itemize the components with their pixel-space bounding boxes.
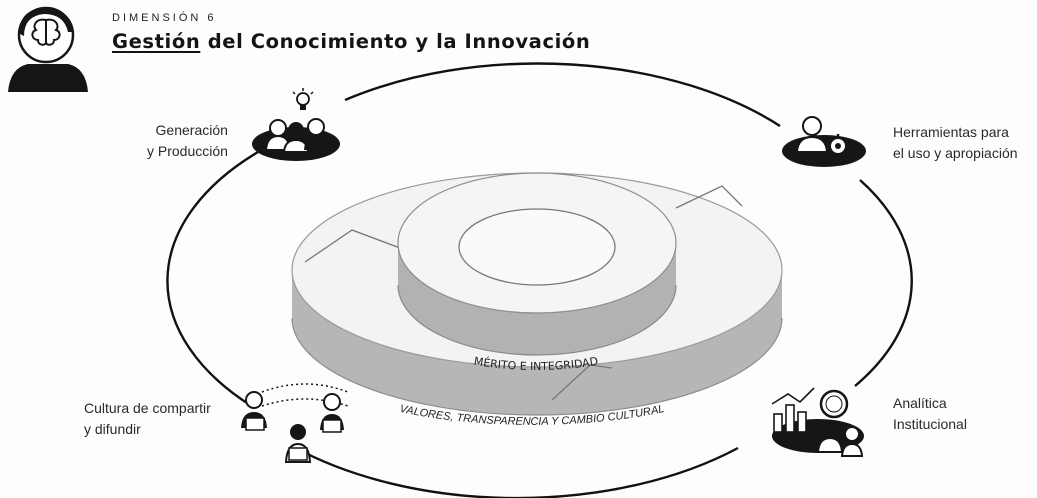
outer-cycle-ring — [166, 62, 913, 498]
node-label-herramientas-line2: el uso y apropiación — [893, 145, 1018, 161]
team-idea-icon — [252, 88, 340, 161]
node-label-generacion-line2: y Producción — [147, 143, 228, 159]
inner-disc — [397, 172, 677, 356]
node-label-cultura-line1: Cultura de compartir — [84, 400, 211, 416]
node-label-cultura: Cultura de compartir y difundir — [84, 398, 211, 440]
node-label-herramientas: Herramientas para el uso y apropiación — [893, 122, 1018, 164]
title-underlined-word: Gestión — [112, 30, 201, 53]
head-brain-icon — [8, 6, 88, 92]
person-gear-icon — [782, 116, 866, 167]
node-label-generacion: Generación y Producción — [147, 120, 228, 162]
node-label-generacion-line1: Generación — [155, 122, 228, 138]
inner-ring-label: MÉRITO E INTEGRIDAD — [473, 355, 599, 373]
analytics-magnifier-icon — [771, 387, 864, 457]
people-sharing-icon — [241, 383, 349, 463]
node-label-analitica-line1: Analítica — [893, 395, 947, 411]
node-label-herramientas-line1: Herramientas para — [893, 124, 1009, 140]
node-label-analitica-line2: Institucional — [893, 416, 967, 432]
page-title: Gestión del Conocimiento y la Innovación — [112, 30, 590, 53]
title-rest: del Conocimiento y la Innovación — [200, 30, 591, 53]
node-label-cultura-line2: y difundir — [84, 421, 141, 437]
node-label-analitica: Analítica Institucional — [893, 393, 967, 435]
dimension-label: DIMENSIÓN 6 — [112, 12, 217, 24]
